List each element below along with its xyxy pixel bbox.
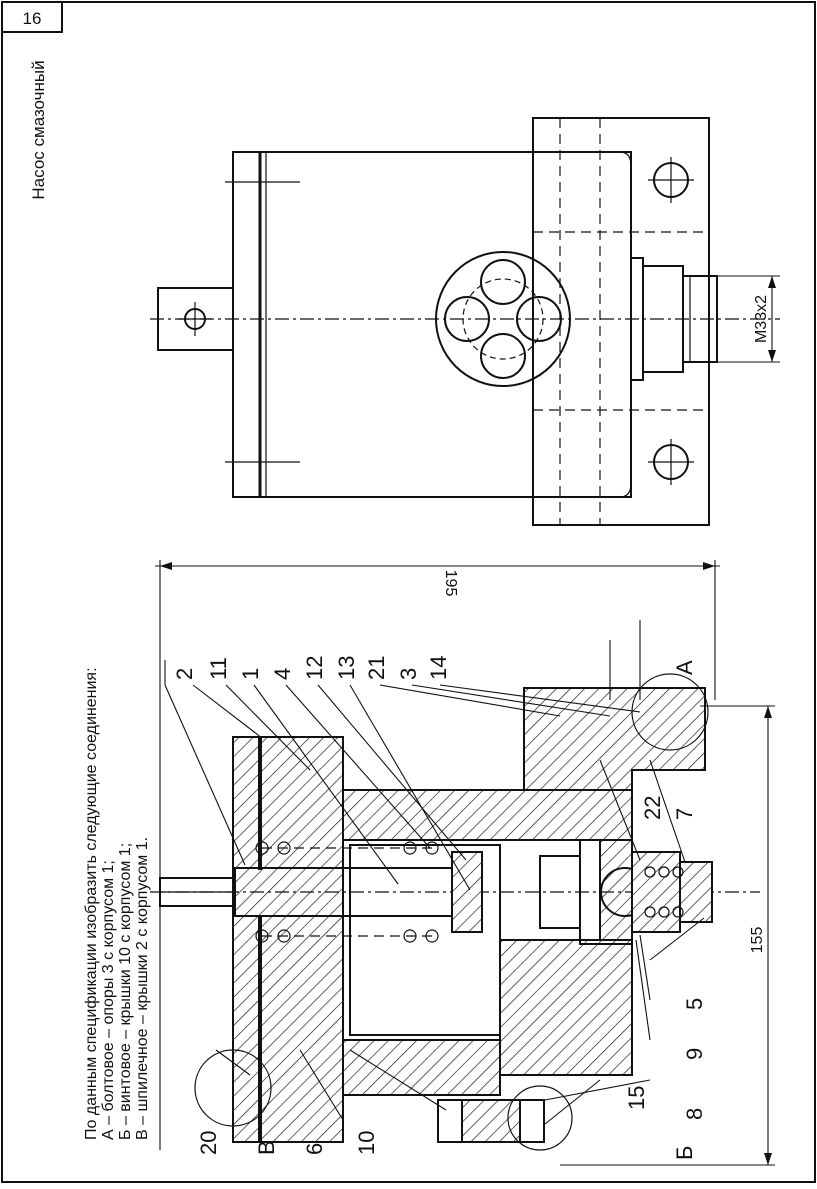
top-view: М33х2 (150, 117, 780, 526)
callout-22: 22 (640, 796, 665, 820)
callout-21: 21 (364, 656, 389, 680)
callout-8: 8 (682, 1108, 707, 1120)
page-number: 16 (23, 9, 42, 28)
round-cover (435, 251, 571, 387)
callout-leaders (164, 684, 705, 1125)
callout-4: 4 (270, 668, 295, 680)
callout-labels: 2 11 1 4 12 13 21 3 14 А 22 7 5 9 8 Б 15… (172, 656, 707, 1160)
callout-11: 11 (206, 657, 231, 680)
callout-20: 20 (196, 1131, 221, 1155)
threaded-end (682, 275, 718, 363)
task-item-a: А – болтовое – опоры 3 с корпусом 1; (100, 860, 117, 1140)
section-view (150, 673, 760, 1151)
callout-a: А (672, 660, 697, 675)
dimension-overall-length: 195 (442, 570, 459, 597)
callout-15: 15 (624, 1086, 649, 1110)
callout-5: 5 (682, 998, 707, 1010)
page-number-box (1, 1, 63, 33)
callout-12: 12 (302, 656, 327, 680)
callout-1: 1 (238, 668, 263, 680)
callout-2: 2 (172, 668, 197, 680)
dimension-base-width: 155 (749, 927, 766, 954)
task-intro: По данным спецификации изобразить следую… (83, 667, 100, 1140)
task-item-b: Б – винтовое – крышки 10 с корпусом 1; (117, 843, 134, 1140)
housing-flange (232, 736, 344, 1143)
callout-14: 14 (426, 656, 451, 680)
callout-b: Б (672, 1146, 697, 1160)
detail-circle-v (194, 1049, 272, 1127)
support-flange (532, 117, 710, 526)
detail-circle-b (507, 1085, 573, 1151)
dimension-155: 15 5 (560, 705, 775, 1166)
callout-3: 3 (396, 668, 421, 680)
callout-13: 13 (334, 656, 359, 680)
detail-circle-a (631, 673, 709, 751)
callout-6: 6 (302, 1143, 327, 1155)
callout-v: В (254, 1140, 279, 1155)
callout-7: 7 (672, 808, 697, 820)
callout-9: 9 (682, 1048, 707, 1060)
support-3 (523, 687, 706, 791)
task-text: По данным спецификации изобразить следую… (83, 667, 151, 1140)
task-item-c: В – шпилечное – крышки 2 с корпусом 1. (134, 837, 151, 1140)
thread-dimension: М33х2 (753, 295, 770, 343)
callout-10: 10 (354, 1131, 379, 1155)
housing-outline (232, 151, 632, 498)
dimension-195: 1 9 5 (155, 560, 720, 1150)
sheet-title: Насос смазочный (29, 60, 48, 199)
